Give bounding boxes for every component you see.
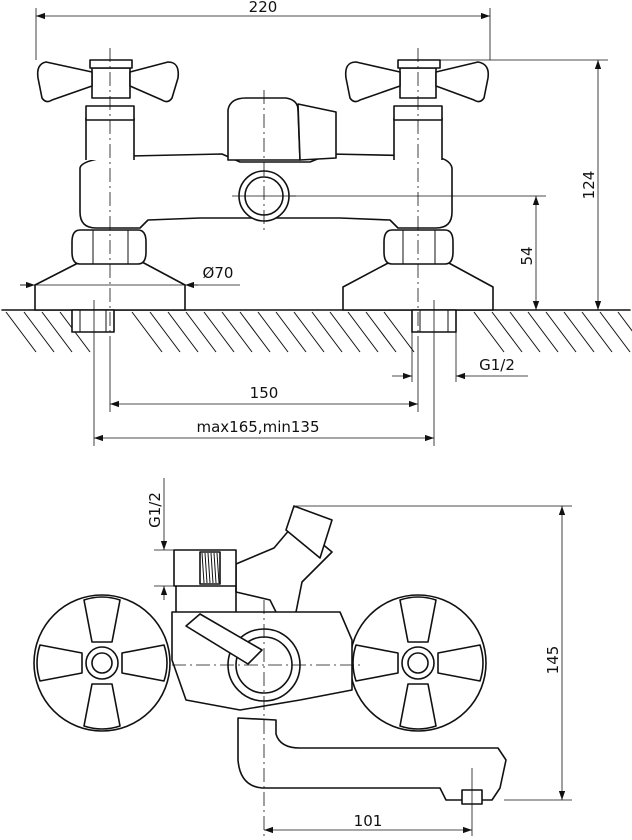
hatch-line <box>491 311 523 353</box>
hatch-line <box>275 311 307 353</box>
left-cross-handle <box>36 61 180 103</box>
diverter-knob <box>227 97 337 161</box>
hatch-line <box>131 311 163 353</box>
dim-overall-height: 124 <box>440 59 608 310</box>
dim-outlet-height: 54 <box>290 195 546 310</box>
central-body <box>171 611 353 711</box>
thread-line <box>201 552 205 584</box>
hatch-line <box>203 311 235 353</box>
hatch-line <box>23 311 55 353</box>
dim-spout-reach: 101 <box>264 812 472 834</box>
dim-flange-diameter: Ø70 <box>20 264 240 289</box>
dim-overall-height-label: 124 <box>580 171 598 200</box>
thread-line <box>216 552 220 584</box>
dim-center-range: max165,min135 <box>93 300 435 446</box>
hatch-line <box>509 311 541 353</box>
hatch-line <box>41 311 73 353</box>
hatch-line <box>347 311 379 353</box>
hatch-line <box>599 311 631 353</box>
dim-center-distance: 150 <box>109 340 419 412</box>
dim-spout-reach-label: 101 <box>354 812 383 830</box>
hatch-line <box>581 311 613 353</box>
dim-overall-width: 220 <box>35 0 491 60</box>
dim-flange-diameter-label: Ø70 <box>203 264 234 282</box>
dim-side-height: 145 <box>296 505 572 801</box>
hatch-line <box>221 311 253 353</box>
dim-thread-side-label: G1/2 <box>146 492 164 528</box>
dim-thread-top: G1/2 <box>392 332 528 382</box>
plan-view: G1/2 145 101 <box>33 478 572 836</box>
hatch-line <box>329 311 361 353</box>
threaded-outlet <box>173 549 237 621</box>
hatch-line <box>185 311 217 353</box>
center-lines <box>109 48 419 340</box>
thread-line <box>204 552 208 584</box>
dim-overall-width-label: 220 <box>249 0 278 16</box>
left-valve-head <box>85 59 135 160</box>
dim-center-range-label: max165,min135 <box>197 418 320 436</box>
front-elevation-view: 220 124 54 Ø70 G1/2 <box>1 0 632 446</box>
dim-thread-top-label: G1/2 <box>479 356 515 374</box>
hatch-line <box>383 311 415 353</box>
left-round-handle <box>33 594 171 732</box>
dim-side-height-label: 145 <box>544 646 562 675</box>
hatch-line <box>5 311 37 353</box>
dim-outlet-height-label: 54 <box>518 246 536 265</box>
hatch-line <box>527 311 559 353</box>
shower-outlet-connector <box>235 505 333 617</box>
hatch-line <box>311 311 343 353</box>
left-hex-nut <box>71 229 147 265</box>
hatch-line <box>167 311 199 353</box>
thread-line <box>207 552 211 584</box>
hatch-line <box>257 311 289 353</box>
thread-line <box>210 552 214 584</box>
right-hex-nut <box>383 229 454 265</box>
dim-center-distance-label: 150 <box>250 384 279 402</box>
dim-thread-side: G1/2 <box>146 478 174 600</box>
right-cross-handle <box>344 61 490 103</box>
hatch-line <box>473 311 505 353</box>
mixer-body <box>79 153 453 229</box>
spout <box>237 717 507 805</box>
hatch-line <box>617 311 632 332</box>
hatch-line <box>545 311 577 353</box>
hatch-line <box>365 311 397 353</box>
wall-section <box>1 309 632 353</box>
hatch-line <box>149 311 181 353</box>
hatch-line <box>293 311 325 353</box>
left-inlet-pipe <box>71 309 115 333</box>
plan-center-lines <box>172 600 473 836</box>
hatch-line <box>239 311 271 353</box>
right-round-handle <box>349 594 487 732</box>
thread-line <box>213 552 217 584</box>
hatch-line <box>563 311 595 353</box>
